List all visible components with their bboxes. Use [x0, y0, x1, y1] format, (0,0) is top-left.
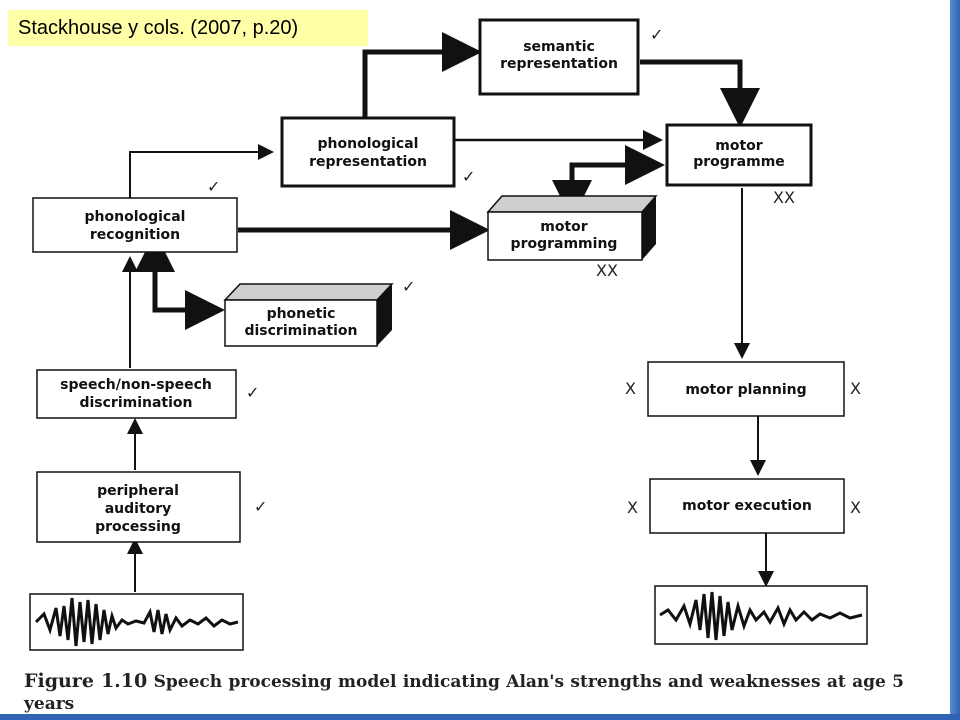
motor-programming-line-2: programming	[511, 236, 618, 252]
motor-programme-line-1: motor	[715, 138, 763, 154]
phon-rep-line-1: phonological	[318, 136, 419, 152]
peripheral-line-2: auditory	[105, 501, 172, 517]
x-planning-left: X	[625, 379, 636, 398]
box-motor-programme: motor programme	[665, 123, 813, 187]
x-execution-left: X	[627, 498, 638, 517]
citation-label: Stackhouse y cols. (2007, p.20)	[8, 10, 368, 46]
check-speech-nonspeech: ✓	[246, 383, 259, 402]
speech-line-2: discrimination	[79, 395, 192, 411]
motor-programming-line-1: motor	[540, 219, 588, 235]
semantic-line-1: semantic	[523, 39, 595, 55]
check-peripheral: ✓	[254, 497, 267, 516]
slide-right-border	[950, 0, 960, 720]
phonetic-line-2: discrimination	[244, 323, 357, 339]
motor-programme-line-2: programme	[693, 154, 785, 170]
phon-recog-line-2: recognition	[90, 227, 180, 243]
xx-motor-programme: XX	[773, 188, 795, 207]
box-motor-execution: motor execution	[649, 478, 845, 534]
check-phonetic: ✓	[402, 277, 415, 296]
peripheral-line-1: peripheral	[97, 483, 179, 499]
phon-recog-line-1: phonological	[85, 209, 186, 225]
assessment-marks: ✓ ✓ ✓ ✓ ✓ ✓ XX XX X X X X	[207, 25, 861, 517]
phonetic-line-1: phonetic	[267, 306, 336, 322]
x-planning-right: X	[850, 379, 861, 398]
box-phonetic-discrimination-3d: phonetic discrimination	[223, 283, 394, 347]
check-semantic: ✓	[650, 25, 663, 44]
motor-execution-label: motor execution	[682, 498, 812, 514]
check-phonological-recognition: ✓	[207, 177, 220, 196]
figure-label: Figure 1.10	[24, 670, 148, 692]
motor-planning-label: motor planning	[685, 382, 806, 398]
waveform-input	[29, 593, 244, 651]
peripheral-line-3: processing	[95, 519, 181, 535]
arrow-recognition-phonetic	[135, 232, 225, 330]
semantic-line-2: representation	[500, 56, 618, 72]
figure-caption-text: Speech processing model indicating Alan'…	[24, 672, 905, 714]
box-peripheral-auditory: peripheral auditory processing	[36, 471, 241, 543]
box-speech-nonspeech: speech/non-speech discrimination	[36, 369, 237, 419]
arrows	[122, 32, 774, 592]
arrow-recognition-to-representation	[129, 144, 274, 198]
arrow-programming-programme	[552, 145, 665, 220]
phon-rep-line-2: representation	[309, 154, 427, 170]
box-phonological-recognition: phonological recognition	[32, 197, 238, 253]
waveform-output	[654, 585, 868, 645]
box-semantic-representation: semantic representation	[478, 18, 640, 96]
box-motor-programming-3d: motor programming	[486, 195, 658, 261]
arrow-semantic-to-programme	[640, 59, 760, 128]
arrow-representation-to-semantic	[362, 32, 482, 118]
box-phonological-representation: phonological representation	[280, 116, 456, 188]
box-motor-planning: motor planning	[647, 361, 845, 417]
figure-caption: Figure 1.10 Speech processing model indi…	[24, 670, 904, 715]
xx-motor-programming: XX	[596, 261, 618, 280]
check-phonological-representation: ✓	[462, 167, 475, 186]
x-execution-right: X	[850, 498, 861, 517]
slide-bottom-border	[0, 714, 960, 720]
speech-line-1: speech/non-speech	[60, 377, 212, 393]
